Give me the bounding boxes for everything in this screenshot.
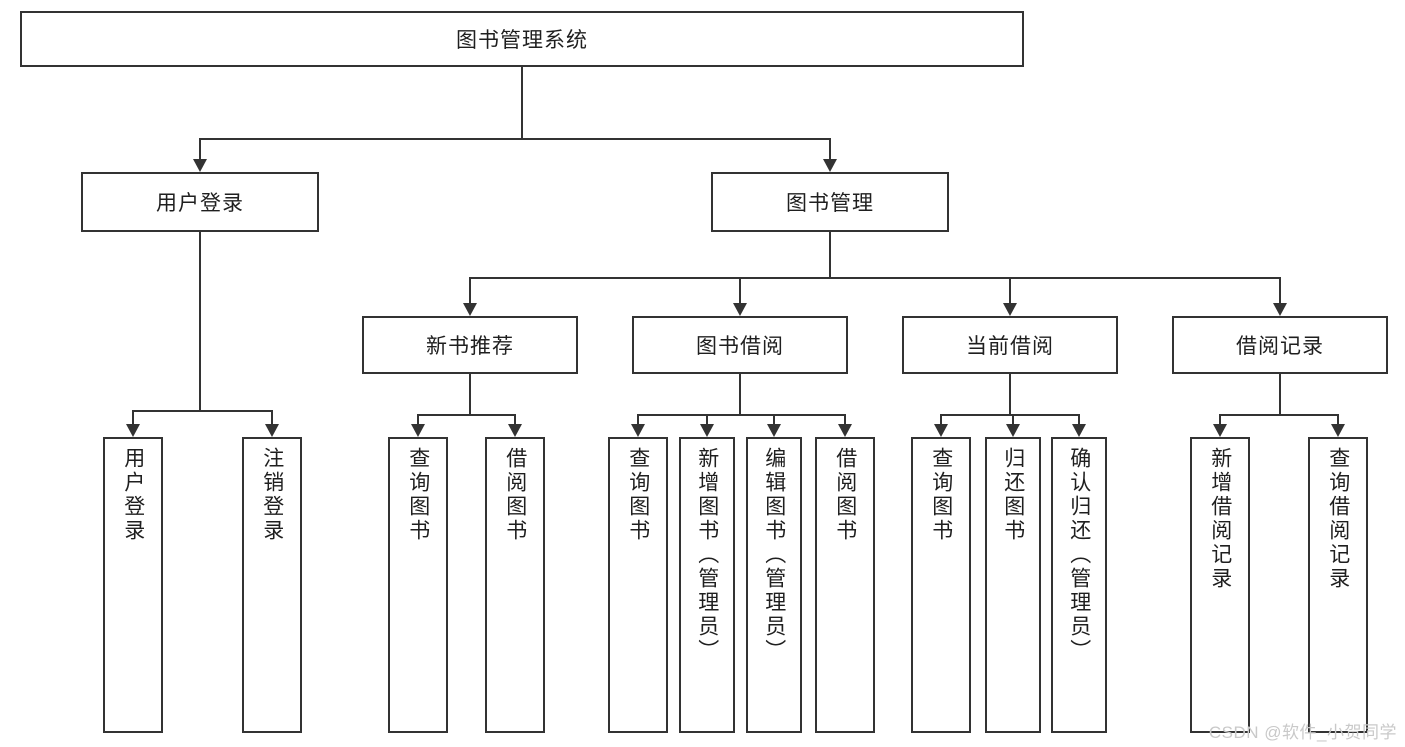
node-label: 新增借阅记录 — [1208, 447, 1232, 591]
arrow-head-icon — [767, 424, 781, 437]
arrow-head-icon — [1331, 424, 1345, 437]
arrow-head-icon — [126, 424, 140, 437]
level3-node-3: 借阅记录 — [1172, 316, 1388, 374]
connector-vertical — [132, 410, 134, 424]
connector-vertical — [199, 232, 201, 410]
arrow-head-icon — [508, 424, 522, 437]
leaf-node-8: 查询图书 — [911, 437, 971, 733]
arrow-head-icon — [823, 159, 837, 172]
connector-vertical — [1337, 414, 1339, 424]
arrow-head-icon — [265, 424, 279, 437]
arrow-head-icon — [193, 159, 207, 172]
node-label: 新书推荐 — [426, 335, 514, 358]
root-node-0: 图书管理系统 — [20, 11, 1024, 67]
leaf-node-12: 查询借阅记录 — [1308, 437, 1368, 733]
connector-vertical — [469, 374, 471, 414]
arrow-head-icon — [1273, 303, 1287, 316]
connector-vertical — [1009, 374, 1011, 414]
connector-vertical — [1219, 414, 1221, 424]
node-label: 新增图书（管理员） — [695, 447, 719, 663]
leaf-node-11: 新增借阅记录 — [1190, 437, 1250, 733]
arrow-head-icon — [934, 424, 948, 437]
connector-horizontal — [133, 410, 272, 412]
node-label: 编辑图书（管理员） — [762, 447, 786, 663]
level3-node-1: 图书借阅 — [632, 316, 848, 374]
connector-horizontal — [200, 138, 830, 140]
node-label: 查询图书 — [626, 447, 650, 543]
connector-vertical — [1009, 277, 1011, 303]
node-label: 图书管理系统 — [456, 29, 588, 52]
leaf-node-0: 用户登录 — [103, 437, 163, 733]
node-label: 归还图书 — [1001, 447, 1025, 543]
connector-horizontal — [941, 414, 1079, 416]
connector-vertical — [1279, 277, 1281, 303]
connector-vertical — [469, 277, 471, 303]
node-label: 确认归还（管理员） — [1067, 447, 1091, 663]
connector-vertical — [1078, 414, 1080, 424]
connector-vertical — [1012, 414, 1014, 424]
leaf-node-10: 确认归还（管理员） — [1051, 437, 1107, 733]
node-label: 查询图书 — [406, 447, 430, 543]
watermark-label: CSDN @软件_小贺同学 — [1208, 723, 1397, 742]
leaf-node-6: 编辑图书（管理员） — [746, 437, 802, 733]
connector-vertical — [829, 232, 831, 277]
leaf-node-4: 查询图书 — [608, 437, 668, 733]
arrow-head-icon — [631, 424, 645, 437]
leaf-node-2: 查询图书 — [388, 437, 448, 733]
connector-horizontal — [638, 414, 845, 416]
arrow-head-icon — [733, 303, 747, 316]
leaf-node-7: 借阅图书 — [815, 437, 875, 733]
level2-node-0: 用户登录 — [81, 172, 319, 232]
connector-vertical — [417, 414, 419, 424]
arrow-head-icon — [463, 303, 477, 316]
node-label: 图书管理 — [786, 192, 874, 215]
arrow-head-icon — [1213, 424, 1227, 437]
connector-vertical — [637, 414, 639, 424]
leaf-node-9: 归还图书 — [985, 437, 1041, 733]
connector-vertical — [829, 138, 831, 159]
leaf-node-3: 借阅图书 — [485, 437, 545, 733]
connector-vertical — [739, 277, 741, 303]
arrow-head-icon — [1003, 303, 1017, 316]
node-label: 查询图书 — [929, 447, 953, 543]
level3-node-2: 当前借阅 — [902, 316, 1118, 374]
connector-horizontal — [418, 414, 515, 416]
connector-vertical — [1279, 374, 1281, 414]
connector-vertical — [844, 414, 846, 424]
connector-vertical — [521, 67, 523, 138]
leaf-node-5: 新增图书（管理员） — [679, 437, 735, 733]
node-label: 借阅图书 — [503, 447, 527, 543]
connector-vertical — [514, 414, 516, 424]
connector-vertical — [706, 414, 708, 424]
connector-vertical — [739, 374, 741, 414]
connector-vertical — [773, 414, 775, 424]
connector-horizontal — [1220, 414, 1338, 416]
arrow-head-icon — [1006, 424, 1020, 437]
node-label: 当前借阅 — [966, 335, 1054, 358]
node-label: 图书借阅 — [696, 335, 784, 358]
arrow-head-icon — [700, 424, 714, 437]
level3-node-0: 新书推荐 — [362, 316, 578, 374]
level2-node-1: 图书管理 — [711, 172, 949, 232]
node-label: 注销登录 — [260, 447, 284, 543]
node-label: 用户登录 — [156, 192, 244, 215]
connector-vertical — [199, 138, 201, 159]
arrow-head-icon — [1072, 424, 1086, 437]
node-label: 借阅图书 — [833, 447, 857, 543]
arrow-head-icon — [411, 424, 425, 437]
node-label: 借阅记录 — [1236, 335, 1324, 358]
leaf-node-1: 注销登录 — [242, 437, 302, 733]
connector-horizontal — [470, 277, 1280, 279]
connector-vertical — [940, 414, 942, 424]
node-label: 用户登录 — [121, 447, 145, 543]
node-label: 查询借阅记录 — [1326, 447, 1350, 591]
connector-vertical — [271, 410, 273, 424]
arrow-head-icon — [838, 424, 852, 437]
